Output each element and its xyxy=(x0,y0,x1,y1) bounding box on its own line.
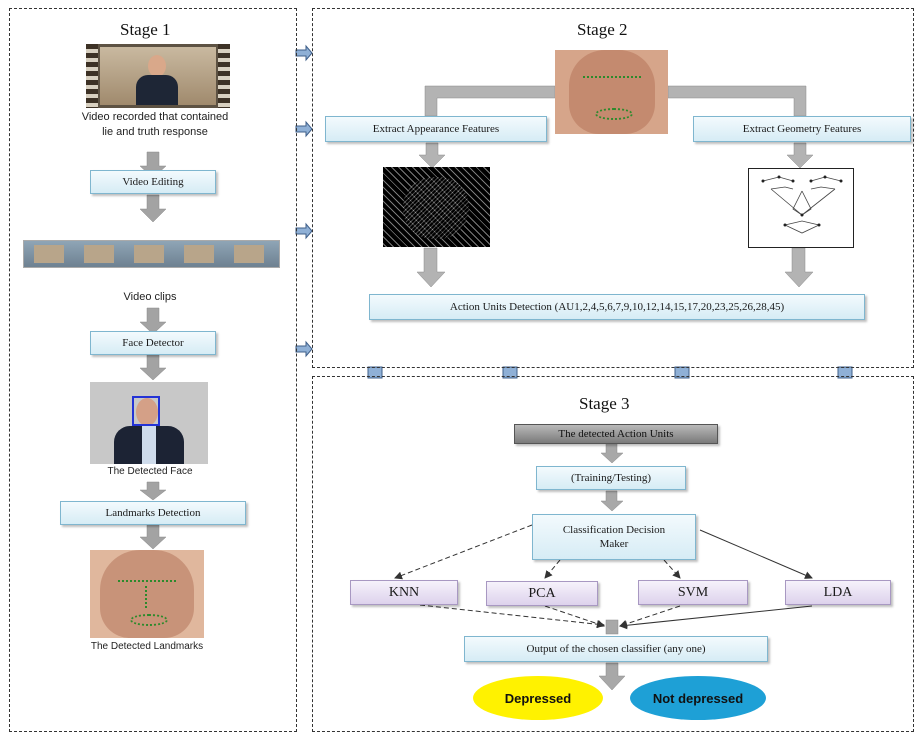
link-class-lda xyxy=(699,529,813,579)
extract-geometry-box: Extract Geometry Features xyxy=(693,116,911,142)
connector-tab-4 xyxy=(295,340,313,358)
classifier-svm-label: SVM xyxy=(677,584,709,600)
appearance-face-pattern xyxy=(403,177,469,239)
connector-tab-2 xyxy=(295,120,313,138)
video-clips-strip xyxy=(23,240,280,268)
detected-face-photo xyxy=(90,382,208,464)
action-units-label: Action Units Detection (AU1,2,4,5,6,7,9,… xyxy=(449,301,785,313)
classification-label: Classification Decision Maker xyxy=(562,524,666,550)
stage2-container xyxy=(312,8,914,368)
extract-appearance-label: Extract Appearance Features xyxy=(372,123,500,135)
depressed-label: Depressed xyxy=(504,690,572,706)
arrow-editing-to-clips xyxy=(139,194,167,223)
classification-box: Classification Decision Maker xyxy=(532,514,696,560)
detected-action-units-label: The detected Action Units xyxy=(558,428,674,440)
person-body xyxy=(136,75,178,105)
arrow-landmarks-to-photo xyxy=(139,524,167,550)
training-testing-box: (Training/Testing) xyxy=(536,466,686,490)
geometry-feature-image xyxy=(748,168,854,248)
arrow-training-to-classification xyxy=(600,490,624,512)
video-frame xyxy=(100,47,216,105)
arrow-appearance-down xyxy=(418,142,446,169)
arrow-output-to-result xyxy=(598,662,626,691)
stage3-title: Stage 3 xyxy=(579,394,630,413)
stage3-container xyxy=(312,376,914,732)
person-head xyxy=(148,55,166,77)
not-depressed-label: Not depressed xyxy=(652,690,744,706)
output-classifier-box: Output of the chosen classifier (any one… xyxy=(464,636,768,662)
video-clips-caption: Video clips xyxy=(123,291,177,303)
link-pca-merge xyxy=(544,605,605,628)
link-lda-merge xyxy=(619,605,813,630)
link-knn-merge xyxy=(419,604,605,629)
film-perforations-right xyxy=(218,44,230,108)
clip-frame xyxy=(84,245,114,263)
geometry-landmark-lines xyxy=(761,175,843,234)
connector-tab-3 xyxy=(295,222,313,240)
link-class-svm xyxy=(663,559,681,579)
extract-geometry-label: Extract Geometry Features xyxy=(742,123,862,135)
video-thumbnail xyxy=(86,44,230,108)
link-class-knn xyxy=(394,524,533,580)
face-shading xyxy=(569,50,655,134)
clip-frame xyxy=(34,245,64,263)
classifier-lda-label: LDA xyxy=(823,584,853,600)
video-editing-label: Video Editing xyxy=(122,176,184,188)
arrow-au-to-training xyxy=(600,442,624,464)
action-units-box: Action Units Detection (AU1,2,4,5,6,7,9,… xyxy=(369,294,865,320)
link-class-pca xyxy=(544,559,561,579)
merge-node xyxy=(605,619,619,635)
clip-frame xyxy=(134,245,164,263)
extract-appearance-box: Extract Appearance Features xyxy=(325,116,547,142)
not-depressed-result: Not depressed xyxy=(630,676,766,720)
classifier-pca-box: PCA xyxy=(486,581,598,606)
face-detector-label: Face Detector xyxy=(122,337,184,349)
classifier-lda-box: LDA xyxy=(785,580,891,605)
arrow-clips-to-detector xyxy=(139,307,167,335)
landmarks-detection-box: Landmarks Detection xyxy=(60,501,246,525)
arrow-face-to-landmarks xyxy=(139,481,167,501)
face-detector-box: Face Detector xyxy=(90,331,216,355)
clip-frame xyxy=(184,245,214,263)
depressed-result: Depressed xyxy=(473,676,603,720)
arrow-geometry-down xyxy=(786,142,814,169)
video-caption: Video recorded that contained lie and tr… xyxy=(81,111,229,138)
arrow-detector-to-face xyxy=(139,354,167,381)
landmark-points-eyes xyxy=(583,76,641,82)
landmark-points-mouth xyxy=(130,614,168,626)
detected-landmarks-photo xyxy=(90,550,204,638)
person-shirt xyxy=(142,426,156,464)
detected-face-caption: The Detected Face xyxy=(107,466,193,477)
link-svm-merge xyxy=(619,605,681,628)
classifier-knn-label: KNN xyxy=(388,584,420,600)
detected-action-units-box: The detected Action Units xyxy=(514,424,718,444)
clip-frame xyxy=(234,245,264,263)
classifier-pca-label: PCA xyxy=(528,585,556,601)
stage2-face-photo xyxy=(555,50,668,134)
classifier-knn-box: KNN xyxy=(350,580,458,605)
person-head xyxy=(136,398,158,426)
film-perforations-left xyxy=(86,44,98,108)
arrow-gabor-to-au xyxy=(416,247,446,288)
output-classifier-label: Output of the chosen classifier (any one… xyxy=(526,643,706,655)
classifier-svm-box: SVM xyxy=(638,580,748,605)
landmarks-detection-label: Landmarks Detection xyxy=(105,507,201,519)
detected-landmarks-caption: The Detected Landmarks xyxy=(90,641,204,652)
landmark-points-eyes xyxy=(118,580,176,586)
stage1-title: Stage 1 xyxy=(120,20,171,39)
face-bounding-box xyxy=(132,396,160,426)
stage2-title: Stage 2 xyxy=(577,20,628,39)
landmark-points-mouth xyxy=(595,108,633,120)
arrow-geometry-to-au xyxy=(784,247,814,288)
connector-tab-1 xyxy=(295,44,313,62)
training-testing-label: (Training/Testing) xyxy=(570,472,652,484)
stage1-container xyxy=(9,8,297,732)
video-editing-box: Video Editing xyxy=(90,170,216,194)
appearance-feature-image xyxy=(383,167,490,247)
landmark-points-nose xyxy=(145,586,151,608)
